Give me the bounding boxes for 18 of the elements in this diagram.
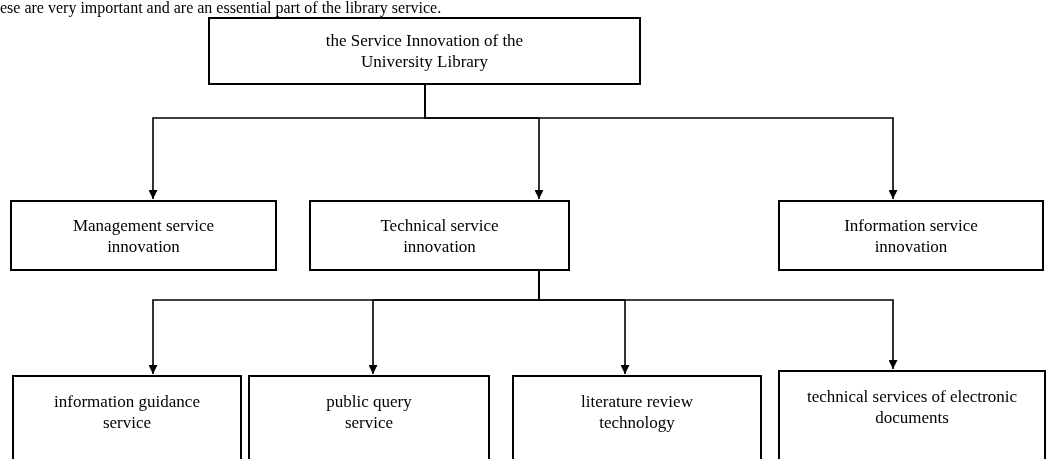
box-label: Technical service innovation (379, 214, 500, 257)
box-label: Management service innovation (71, 214, 216, 257)
process-box (512, 375, 762, 459)
box-label: technical services of electronic documents (806, 386, 1018, 428)
box-label: Information service innovation (843, 214, 979, 257)
box-label: information guidance service (53, 391, 201, 433)
box-label: the Service Innovation of the University Library (324, 30, 525, 72)
note-text: ese are very important and are an essential part of the library service. (0, 0, 442, 16)
process-box (208, 17, 641, 85)
process-box (778, 200, 1044, 271)
box-label: public query service (325, 391, 413, 433)
arrow (424, 84, 898, 200)
process-box (248, 375, 490, 459)
process-box (309, 200, 570, 271)
process-box (12, 375, 242, 459)
process-box (10, 200, 277, 271)
process-box (778, 370, 1046, 459)
box-label: literature review technology (580, 391, 694, 433)
